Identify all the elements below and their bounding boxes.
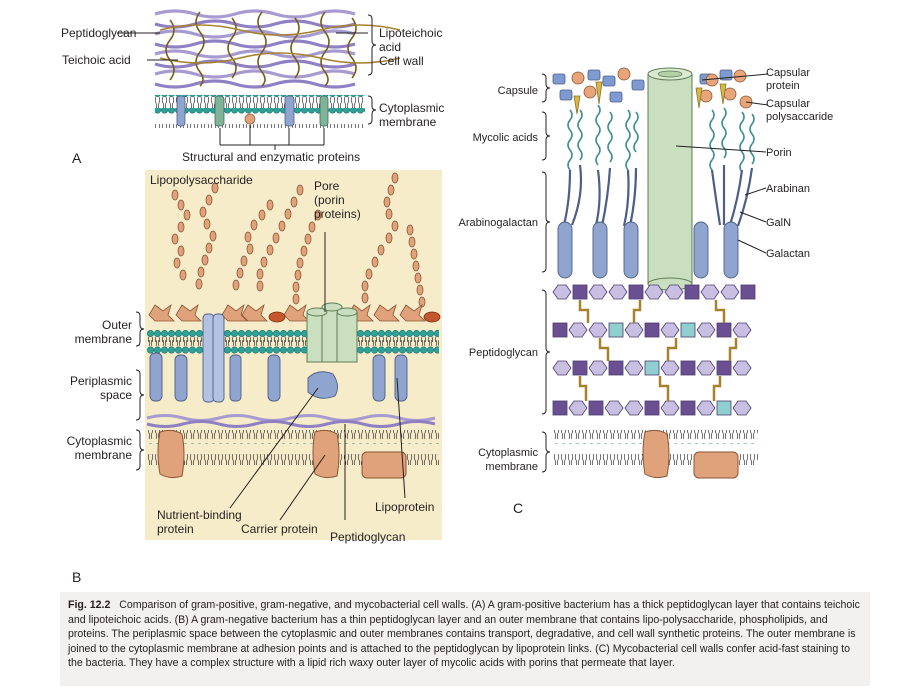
lps-chains bbox=[171, 172, 426, 308]
outer-protein-red-2 bbox=[423, 311, 441, 323]
peptidoglycan-c bbox=[552, 284, 756, 416]
label-capsular-poly-2: polysaccaride bbox=[766, 111, 833, 123]
label-galn: GalN bbox=[766, 217, 791, 229]
panel-letter-a: A bbox=[72, 150, 82, 166]
label-lipoteichoic-2: acid bbox=[379, 40, 401, 54]
label-peptidoglycan-c: Peptidoglycan bbox=[469, 347, 538, 359]
label-lipoteichoic-1: Lipoteichoic bbox=[379, 26, 442, 40]
label-pore-2: (porin bbox=[314, 193, 345, 207]
peptidoglycan-mesh bbox=[154, 9, 356, 89]
label-arabinogalactan: Arabinogalactan bbox=[458, 217, 538, 229]
label-peptidoglycan-a: Peptidoglycan bbox=[61, 26, 136, 40]
panel-c: Capsule Capsular protein Capsular polysa… bbox=[458, 67, 833, 516]
caption-text: Comparison of gram-positive, gram-negati… bbox=[68, 599, 860, 670]
outer-protein-red-1 bbox=[268, 311, 286, 323]
panel-a: Peptidoglycan Teichoic acid Lipoteichoic… bbox=[61, 9, 444, 166]
label-outer-1: Outer bbox=[102, 318, 132, 332]
membrane-proteins-c bbox=[642, 429, 739, 479]
carrier-proteins bbox=[157, 429, 407, 479]
caption-fig-label: Fig. 12.2 bbox=[68, 599, 111, 611]
galactan-units bbox=[557, 221, 739, 279]
label-cyto-b-1: Cytoplasmic bbox=[67, 434, 132, 448]
peptidoglycan-thin bbox=[146, 414, 436, 422]
leaders-b bbox=[135, 232, 406, 521]
label-cyto-c-1: Cytoplasmic bbox=[478, 447, 538, 459]
label-pore-1: Pore bbox=[314, 179, 340, 193]
protein-arrows-a bbox=[219, 125, 325, 150]
capsule-layer bbox=[552, 67, 753, 115]
cell-wall-figure: Peptidoglycan Teichoic acid Lipoteichoic… bbox=[61, 9, 833, 585]
label-cell-wall: Cell wall bbox=[379, 54, 424, 68]
label-nutrient-2: protein bbox=[157, 522, 194, 536]
label-galactan: Galactan bbox=[766, 248, 810, 260]
label-peri-1: Periplasmic bbox=[70, 374, 132, 388]
membrane-a bbox=[155, 95, 365, 128]
label-lipoprotein: Lipoprotein bbox=[375, 500, 434, 514]
label-capsular-protein-1: Capsular bbox=[766, 67, 810, 79]
figure-caption: Fig. 12.2 Comparison of gram-positive, g… bbox=[60, 592, 870, 686]
leaders-a bbox=[117, 14, 377, 125]
leaders-c bbox=[541, 73, 769, 473]
outer-membrane bbox=[147, 327, 439, 362]
label-structural-proteins: Structural and enzymatic proteins bbox=[182, 150, 360, 164]
label-mycolic: Mycolic acids bbox=[473, 132, 539, 144]
label-lps: Lipopolysaccharide bbox=[150, 173, 253, 187]
porin-proteins bbox=[306, 302, 358, 363]
porin-cylinder bbox=[647, 67, 693, 291]
label-cyto-c-2: membrane bbox=[485, 461, 538, 473]
label-pore-3: proteins) bbox=[314, 207, 361, 221]
label-capsular-poly-1: Capsular bbox=[766, 98, 810, 110]
periplasmic-proteins bbox=[149, 313, 408, 403]
panel-b: Lipopolysaccharide Pore (porin proteins)… bbox=[67, 170, 442, 585]
label-cytoplasmic-a-1: Cytoplasmic bbox=[379, 101, 444, 115]
teichoic-strands bbox=[159, 11, 401, 87]
membrane-proteins-a bbox=[176, 95, 329, 127]
label-porin: Porin bbox=[766, 147, 792, 159]
label-peri-2: space bbox=[100, 388, 132, 402]
label-capsule: Capsule bbox=[498, 85, 538, 97]
label-teichoic-acid: Teichoic acid bbox=[62, 53, 131, 67]
label-capsular-protein-2: protein bbox=[766, 80, 800, 92]
label-peptidoglycan-b: Peptidoglycan bbox=[330, 530, 405, 544]
panel-letter-c: C bbox=[513, 500, 523, 516]
label-carrier: Carrier protein bbox=[241, 522, 318, 536]
arabinan-stems bbox=[562, 164, 754, 227]
label-cytoplasmic-a-2: membrane bbox=[379, 115, 437, 129]
panel-letter-b: B bbox=[72, 569, 81, 585]
label-arabinan: Arabinan bbox=[766, 183, 810, 195]
peptide-crosslinks bbox=[578, 300, 738, 401]
label-outer-2: membrane bbox=[75, 332, 133, 346]
label-nutrient-1: Nutrient-binding bbox=[157, 508, 242, 522]
label-cyto-b-2: membrane bbox=[75, 448, 133, 462]
